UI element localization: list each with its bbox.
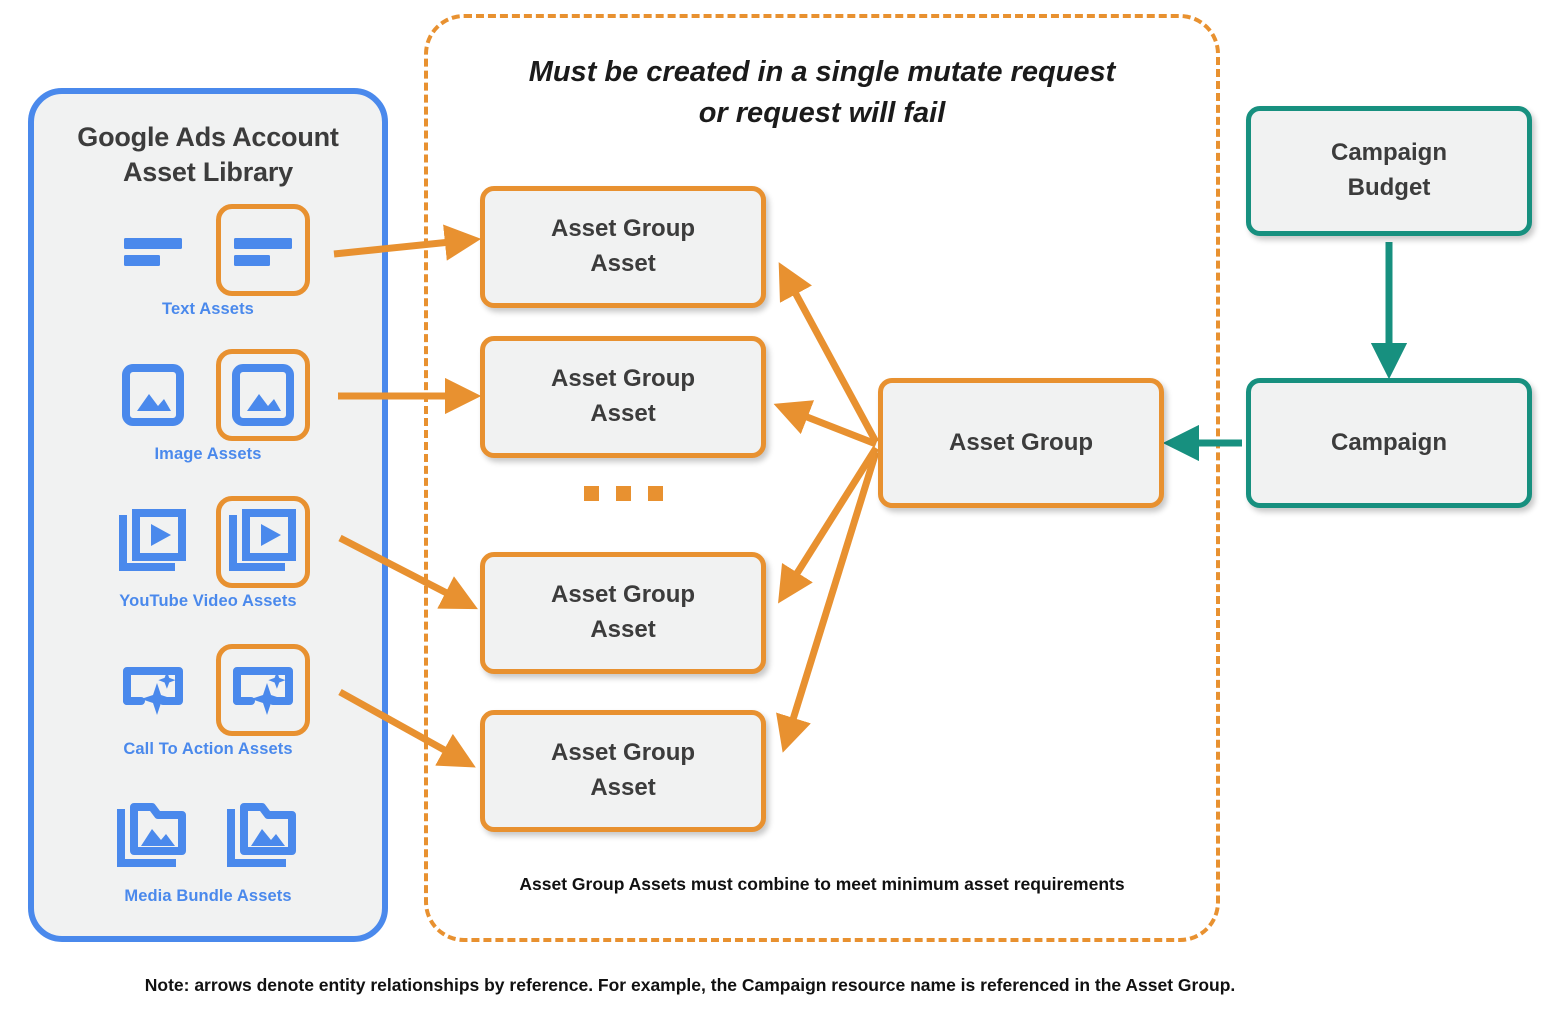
media-bundle-asset-icon (106, 791, 200, 883)
icon-pair-media-bundle (34, 789, 382, 885)
image-asset-icon-selected[interactable] (216, 349, 310, 441)
asset-library-title: Google Ads Account Asset Library (34, 120, 382, 190)
image-asset-icon-glyph (122, 364, 184, 426)
call-to-action-asset-icon-selected[interactable] (216, 644, 310, 736)
node-label: Asset Group Asset (551, 736, 695, 806)
asset-row-youtube: YouTube Video Assets (34, 494, 382, 618)
call-to-action-asset-icon-glyph (123, 667, 183, 715)
node-label-line1: Asset Group (550, 365, 696, 393)
node-label-line1: Asset Group (550, 581, 696, 609)
node-label: Asset Group Asset (551, 362, 695, 432)
media-bundle-asset-icon-glyph (227, 803, 296, 867)
node-label-line1: Asset Group (550, 215, 696, 243)
node-label: Asset Group Asset (551, 578, 695, 648)
mutate-request-heading: Must be created in a single mutate reque… (424, 52, 1220, 134)
node-label-line1: Campaign (1330, 139, 1447, 167)
ellipsis-dot (615, 486, 631, 501)
asset-group-asset-node-3[interactable]: Asset Group Asset (480, 552, 766, 674)
node-label: Asset Group Asset (551, 212, 695, 282)
mutate-heading-line2: or request will fail (698, 97, 946, 130)
text-asset-icon-glyph (124, 238, 182, 266)
node-label-line1: Asset Group (550, 739, 696, 767)
asset-caption-image: Image Assets (154, 445, 262, 463)
campaign-budget-node[interactable]: Campaign Budget (1246, 106, 1532, 236)
asset-row-text: Text Assets (34, 202, 382, 326)
icon-pair-image (34, 347, 382, 443)
ellipsis-dot (583, 486, 599, 501)
mutate-request-region (424, 14, 1220, 942)
youtube-video-asset-icon (106, 496, 200, 588)
asset-group-node[interactable]: Asset Group (878, 378, 1164, 508)
media-bundle-asset-icon-2 (216, 791, 310, 883)
asset-caption-youtube: YouTube Video Assets (119, 592, 297, 610)
asset-caption-text: Text Assets (162, 300, 254, 318)
ellipsis-dot (647, 486, 663, 501)
text-asset-icon (106, 204, 200, 296)
asset-library-title-line2: Asset Library (123, 157, 293, 188)
asset-row-image: Image Assets (34, 347, 382, 471)
asset-row-cta: Call To Action Assets (34, 642, 382, 766)
call-to-action-asset-icon-glyph (233, 667, 293, 715)
asset-group-asset-node-1[interactable]: Asset Group Asset (480, 186, 766, 308)
text-asset-icon-glyph (234, 238, 292, 266)
media-bundle-asset-icon-glyph (117, 803, 186, 867)
asset-row-media-bundle: Media Bundle Assets (34, 789, 382, 913)
youtube-video-asset-icon-selected[interactable] (216, 496, 310, 588)
asset-group-asset-node-4[interactable]: Asset Group Asset (480, 710, 766, 832)
image-asset-icon-glyph (232, 364, 294, 426)
node-label-line2: Budget (1347, 174, 1431, 201)
text-asset-icon-selected[interactable] (216, 204, 310, 296)
node-label: Asset Group (948, 428, 1094, 456)
node-label: Campaign Budget (1331, 136, 1447, 206)
campaign-node[interactable]: Campaign (1246, 378, 1532, 508)
asset-library-panel: Google Ads Account Asset Library (28, 88, 388, 942)
asset-library-title-line1: Google Ads Account (77, 122, 339, 152)
asset-group-asset-node-2[interactable]: Asset Group Asset (480, 336, 766, 458)
asset-caption-media-bundle: Media Bundle Assets (124, 887, 292, 905)
icon-pair-youtube (34, 494, 382, 590)
youtube-video-asset-icon-glyph (229, 509, 296, 571)
node-label-line2: Asset (590, 400, 656, 427)
image-asset-icon (106, 349, 200, 441)
node-label-line2: Asset (590, 774, 656, 801)
node-label-line2: Asset (590, 250, 656, 277)
diagram-note: Note: arrows denote entity relationships… (144, 975, 1236, 995)
asset-caption-cta: Call To Action Assets (123, 740, 293, 758)
node-label-line2: Asset (590, 616, 656, 643)
youtube-video-asset-icon-glyph (119, 509, 186, 571)
ellipsis-indicator (480, 486, 766, 501)
mutate-heading-line1: Must be created in a single mutate reque… (528, 56, 1116, 88)
node-label: Campaign (1330, 428, 1447, 456)
icon-pair-cta (34, 642, 382, 738)
mutate-region-footnote: Asset Group Assets must combine to meet … (519, 874, 1125, 894)
icon-pair-text (34, 202, 382, 298)
call-to-action-asset-icon (106, 644, 200, 736)
